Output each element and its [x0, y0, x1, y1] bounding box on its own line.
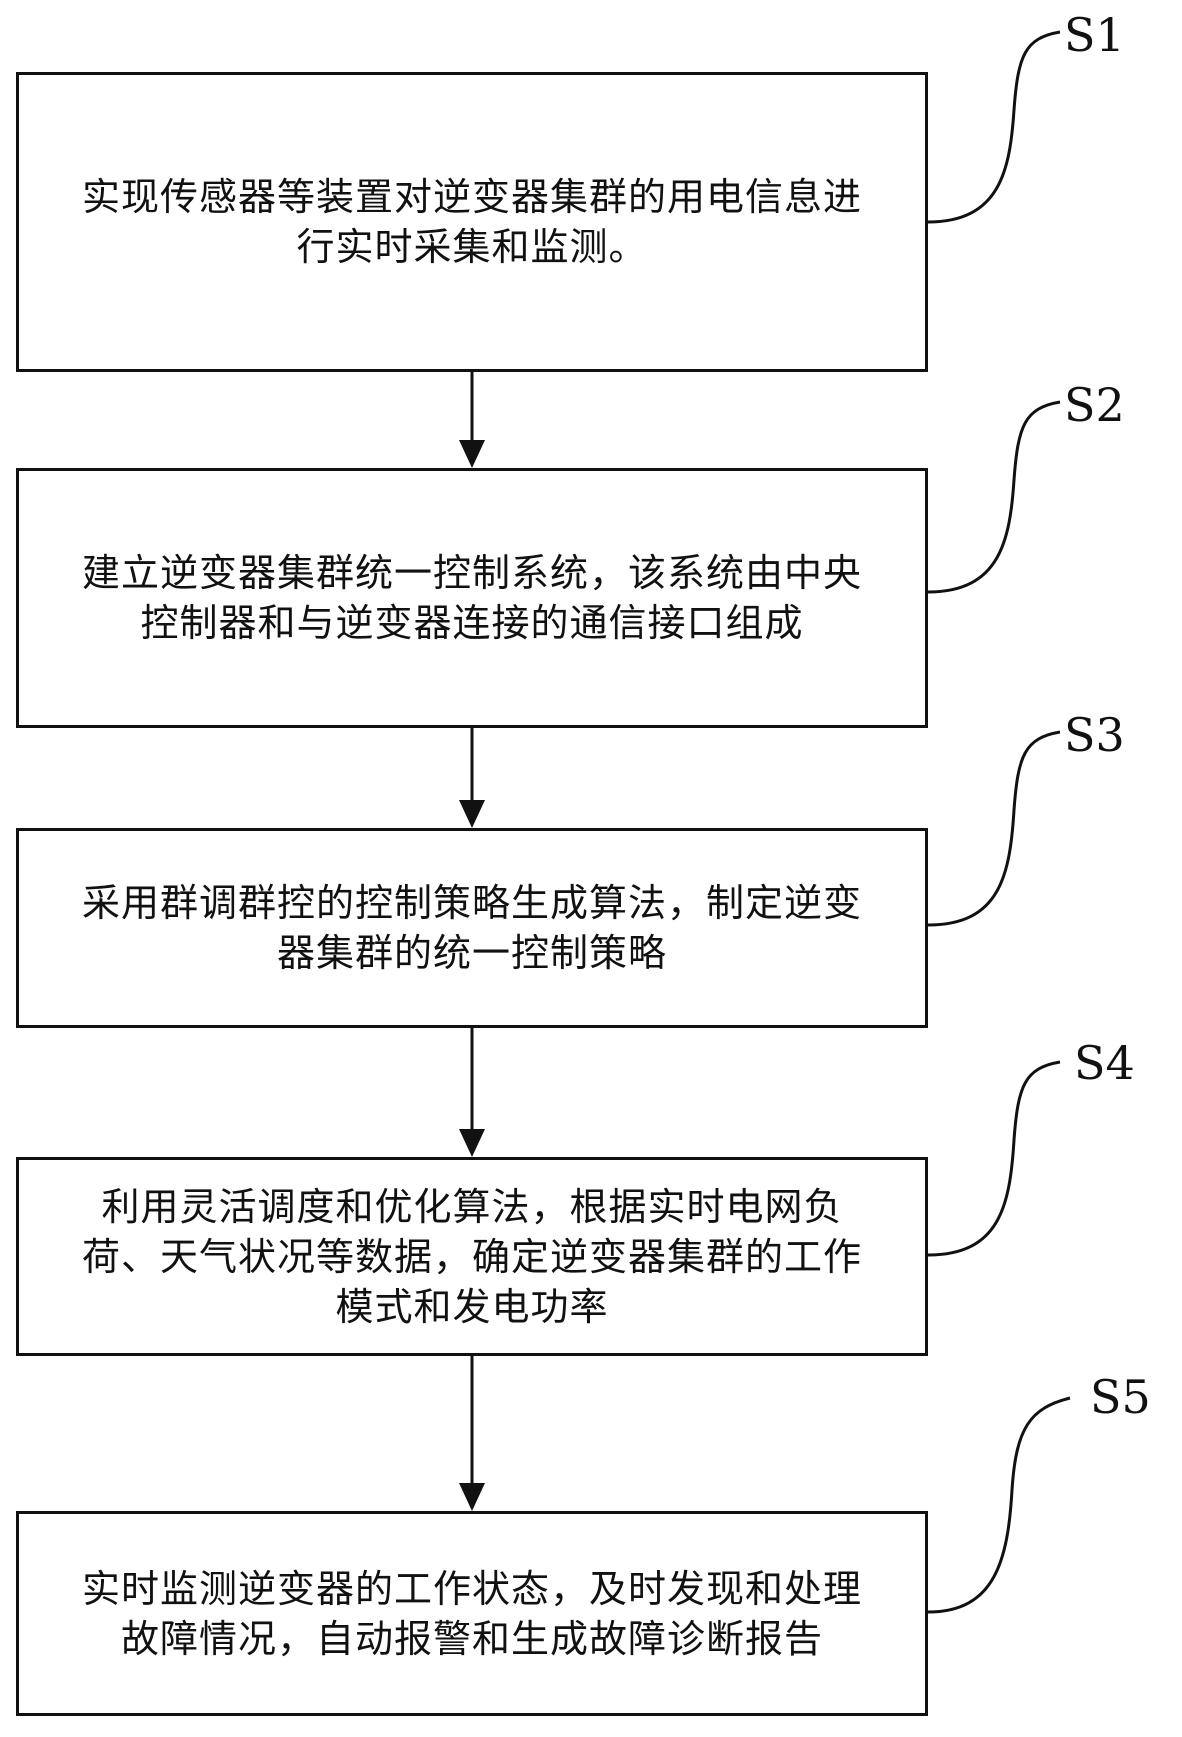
step-text-line: 控制器和与逆变器连接的通信接口组成	[140, 601, 804, 645]
step-text-s2: 建立逆变器集群统一控制系统，该系统由中央 控制器和与逆变器连接的通信接口组成	[70, 548, 874, 648]
step-label-s3: S3	[1064, 708, 1125, 762]
step-text-line: 实时监测逆变器的工作状态，及时发现和处理	[81, 1566, 862, 1611]
step-box-s1: 实现传感器等装置对逆变器集群的用电信息进 行实时采集和监测。	[16, 72, 928, 372]
step-box-s3: 采用群调群控的控制策略生成算法，制定逆变 器集群的统一控制策略	[16, 828, 928, 1028]
step-label-s1: S1	[1064, 8, 1125, 62]
step-text-line: 建立逆变器集群统一控制系统，该系统由中央	[81, 551, 862, 595]
step-label-s4: S4	[1074, 1036, 1135, 1090]
step-text-s4: 利用灵活调度和优化算法，根据实时电网负 荷、天气状况等数据，确定逆变器集群的工作…	[70, 1182, 874, 1332]
callout-s2	[927, 400, 1061, 594]
step-text-s3: 采用群调群控的控制策略生成算法，制定逆变 器集群的统一控制策略	[70, 878, 874, 978]
step-label-s2: S2	[1064, 378, 1125, 432]
step-box-s2: 建立逆变器集群统一控制系统，该系统由中央 控制器和与逆变器连接的通信接口组成	[16, 468, 928, 728]
callout-s1	[927, 30, 1061, 224]
step-text-line: 荷、天气状况等数据，确定逆变器集群的工作	[81, 1234, 862, 1279]
step-label-s5: S5	[1090, 1370, 1151, 1424]
step-text-line: 故障情况，自动报警和生成故障诊断报告	[120, 1616, 823, 1661]
step-text-line: 利用灵活调度和优化算法，根据实时电网负	[101, 1184, 843, 1229]
arrowhead-s3-s4	[459, 1129, 485, 1157]
step-text-s1: 实现传感器等装置对逆变器集群的用电信息进 行实时采集和监测。	[70, 172, 874, 272]
step-box-s4: 利用灵活调度和优化算法，根据实时电网负 荷、天气状况等数据，确定逆变器集群的工作…	[16, 1157, 928, 1356]
step-text-line: 器集群的统一控制策略	[276, 931, 667, 975]
arrowhead-s4-s5	[459, 1483, 485, 1511]
callout-s3	[927, 730, 1061, 927]
step-text-line: 实现传感器等装置对逆变器集群的用电信息进	[81, 175, 862, 219]
step-text-line: 采用群调群控的控制策略生成算法，制定逆变	[81, 881, 862, 925]
arrowhead-s1-s2	[459, 440, 485, 468]
callout-s5	[927, 1396, 1071, 1614]
arrowhead-s2-s3	[459, 800, 485, 828]
step-text-s5: 实时监测逆变器的工作状态，及时发现和处理 故障情况，自动报警和生成故障诊断报告	[70, 1564, 874, 1664]
step-text-line: 行实时采集和监测。	[296, 225, 648, 269]
step-box-s5: 实时监测逆变器的工作状态，及时发现和处理 故障情况，自动报警和生成故障诊断报告	[16, 1511, 928, 1716]
callout-s4	[927, 1060, 1061, 1257]
step-text-line: 模式和发电功率	[335, 1284, 609, 1329]
